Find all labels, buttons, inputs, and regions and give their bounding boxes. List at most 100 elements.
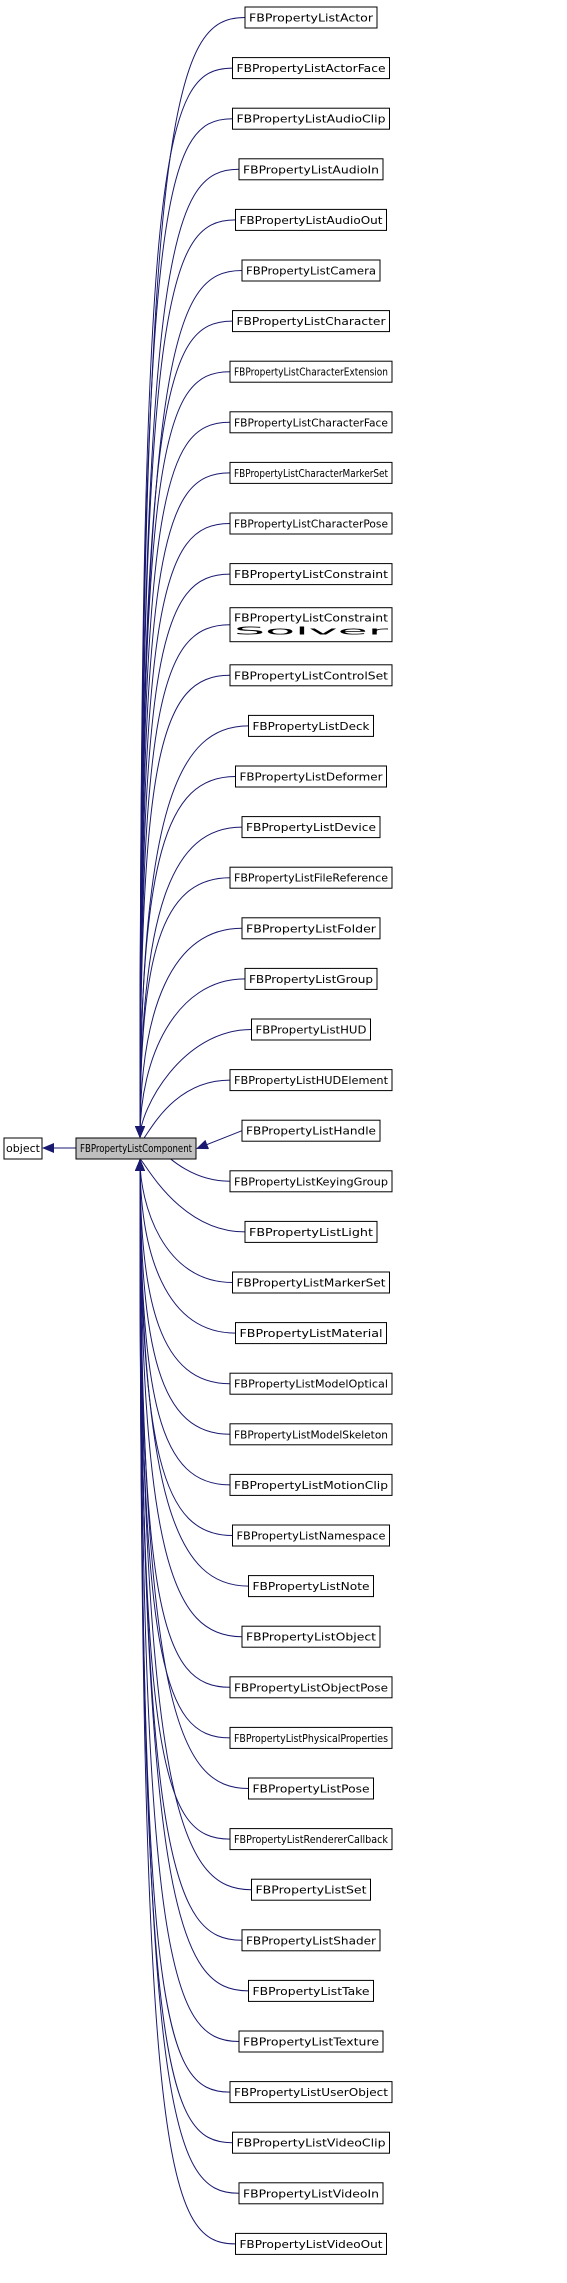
edge-handle-to-focus [196,1130,243,1150]
class-node-take[interactable]: FBPropertyListTake [248,1979,374,2002]
edge-set-to-focus [135,1159,252,1891]
edge-controlset-to-focus [135,674,231,1138]
class-label-actorface: FBPropertyListActorFace [237,62,386,75]
class-label-characterpose: FBPropertyListCharacterPose [234,518,388,531]
edge-light-to-focus [135,1148,246,1233]
class-node-note[interactable]: FBPropertyListNote [248,1575,374,1598]
class-label-material: FBPropertyListMaterial [240,1327,383,1340]
class-node-handle[interactable]: FBPropertyListHandle [241,1119,381,1142]
class-label-character: FBPropertyListCharacter [237,315,387,328]
class-label-deformer: FBPropertyListDeformer [240,771,384,784]
class-label-light: FBPropertyListLight [249,1226,374,1239]
class-node-actorface[interactable]: FBPropertyListActorFace [232,57,390,80]
edge-actor-to-focus [135,17,246,1138]
class-label-videoout: FBPropertyListVideoOut [240,2238,384,2251]
edge-namespace-to-focus [135,1159,233,1536]
class-label-markerset: FBPropertyListMarkerSet [237,1277,387,1290]
class-node-objectpose[interactable]: FBPropertyListObjectPose [229,1676,393,1699]
class-label-object: object [6,1142,41,1155]
class-node-namespace[interactable]: FBPropertyListNamespace [232,1524,390,1547]
class-node-filereference[interactable]: FBPropertyListFileReference [229,866,393,889]
class-node-videoout[interactable]: FBPropertyListVideoOut [235,2232,387,2255]
class-node-constraint[interactable]: FBPropertyListConstraint [229,563,393,586]
class-node-audioout[interactable]: FBPropertyListAudioOut [235,208,387,231]
class-node-motionclip[interactable]: FBPropertyListMotionClip [229,1473,393,1496]
class-node-modeloptical[interactable]: FBPropertyListModelOptical [229,1372,393,1395]
edge-audioclip-to-focus [135,118,233,1138]
edge-modeloptical-to-focus [135,1159,231,1385]
class-label-keyinggroup: FBPropertyListKeyingGroup [234,1175,388,1188]
class-node-markerset[interactable]: FBPropertyListMarkerSet [232,1271,390,1294]
class-node-charactermarkerset[interactable]: FBPropertyListCharacterMarkerSet [229,461,393,484]
class-label-characterface: FBPropertyListCharacterFace [234,416,388,429]
class-label-shader: FBPropertyListShader [246,1934,377,1947]
class-node-characterextension[interactable]: FBPropertyListCharacterExtension [229,360,393,383]
class-node-object[interactable]: object [3,1137,43,1160]
class-label-charactermarkerset: FBPropertyListCharacterMarkerSet [234,467,389,480]
class-node-modelskeleton[interactable]: FBPropertyListModelSkeleton [229,1423,393,1446]
class-label-constraintsolver-line2: Solver [234,625,390,638]
class-label-renderercallback: FBPropertyListRendererCallback [234,1833,389,1846]
edge-markerset-to-focus [135,1159,233,1283]
class-label-objectpose: FBPropertyListObjectPose [234,1681,388,1694]
class-node-pose[interactable]: FBPropertyListPose [248,1777,374,1800]
class-label-audioin: FBPropertyListAudioIn [243,163,379,176]
class-node-set[interactable]: FBPropertyListSet [251,1878,371,1901]
class-node-shader[interactable]: FBPropertyListShader [241,1929,381,1952]
class-label-motionclip: FBPropertyListMotionClip [234,1479,388,1492]
class-label-focus: FBPropertyListComponent [80,1142,193,1155]
edge-userobject-to-focus [135,1159,231,2093]
class-node-hud[interactable]: FBPropertyListHUD [251,1018,371,1041]
class-node-videoin[interactable]: FBPropertyListVideoIn [238,2182,384,2205]
class-node-hudelement[interactable]: FBPropertyListHUDElement [229,1069,393,1092]
class-label-group: FBPropertyListGroup [249,973,373,986]
class-label-pose: FBPropertyListPose [253,1783,370,1796]
class-label-characterextension: FBPropertyListCharacterExtension [234,366,388,379]
class-node-renderercallback[interactable]: FBPropertyListRendererCallback [229,1828,393,1851]
class-nodes: object FBPropertyListComponent FBPropert… [3,6,393,2255]
edge-physicalproperties-to-focus [135,1159,231,1739]
class-node-folder[interactable]: FBPropertyListFolder [241,917,381,940]
class-label-deck: FBPropertyListDeck [253,720,371,733]
edge-audioin-to-focus [135,168,240,1138]
class-node-device[interactable]: FBPropertyListDevice [241,816,381,839]
class-label-controlset: FBPropertyListControlSet [234,669,389,682]
class-label-physicalproperties: FBPropertyListPhysicalProperties [234,1732,388,1745]
class-label-camera: FBPropertyListCamera [246,265,376,278]
edge-actorface-to-focus [135,67,233,1138]
edge-note-to-focus [135,1159,249,1587]
edge-material-to-focus [135,1159,236,1334]
class-label-userobject: FBPropertyListUserObject [234,2086,389,2099]
edge-videoout-to-focus [135,1159,236,2245]
class-node-object[interactable]: FBPropertyListObject [241,1625,381,1648]
class-label-hud: FBPropertyListHUD [256,1024,367,1037]
class-node-material[interactable]: FBPropertyListMaterial [235,1322,387,1345]
class-node-actor[interactable]: FBPropertyListActor [244,6,378,29]
class-label-constraintsolver-line1: FBPropertyListConstraint [234,612,389,625]
class-node-light[interactable]: FBPropertyListLight [244,1220,378,1243]
class-label-filereference: FBPropertyListFileReference [234,872,388,885]
class-node-audioin[interactable]: FBPropertyListAudioIn [238,158,384,181]
class-node-deformer[interactable]: FBPropertyListDeformer [235,765,387,788]
class-node-audioclip[interactable]: FBPropertyListAudioClip [232,107,390,130]
class-node-controlset[interactable]: FBPropertyListControlSet [229,664,393,687]
class-label-folder: FBPropertyListFolder [246,922,377,935]
class-node-characterpose[interactable]: FBPropertyListCharacterPose [229,512,393,535]
class-node-focus[interactable]: FBPropertyListComponent [75,1137,197,1160]
class-node-deck[interactable]: FBPropertyListDeck [248,714,374,737]
class-node-texture[interactable]: FBPropertyListTexture [238,2030,384,2053]
class-node-character[interactable]: FBPropertyListCharacter [232,310,390,333]
class-node-keyinggroup[interactable]: FBPropertyListKeyingGroup [229,1170,393,1193]
class-node-physicalproperties[interactable]: FBPropertyListPhysicalProperties [229,1726,393,1749]
edge-hud-to-focus [135,1029,252,1138]
class-node-camera[interactable]: FBPropertyListCamera [241,259,381,282]
class-node-userobject[interactable]: FBPropertyListUserObject [229,2081,393,2104]
edge-take-to-focus [135,1159,249,1992]
class-label-device: FBPropertyListDevice [246,821,376,834]
class-node-characterface[interactable]: FBPropertyListCharacterFace [229,411,393,434]
class-node-group[interactable]: FBPropertyListGroup [244,967,378,990]
edge-pose-to-focus [135,1159,249,1789]
class-label-handle: FBPropertyListHandle [246,1125,376,1138]
class-node-videoclip[interactable]: FBPropertyListVideoClip [232,2131,390,2154]
